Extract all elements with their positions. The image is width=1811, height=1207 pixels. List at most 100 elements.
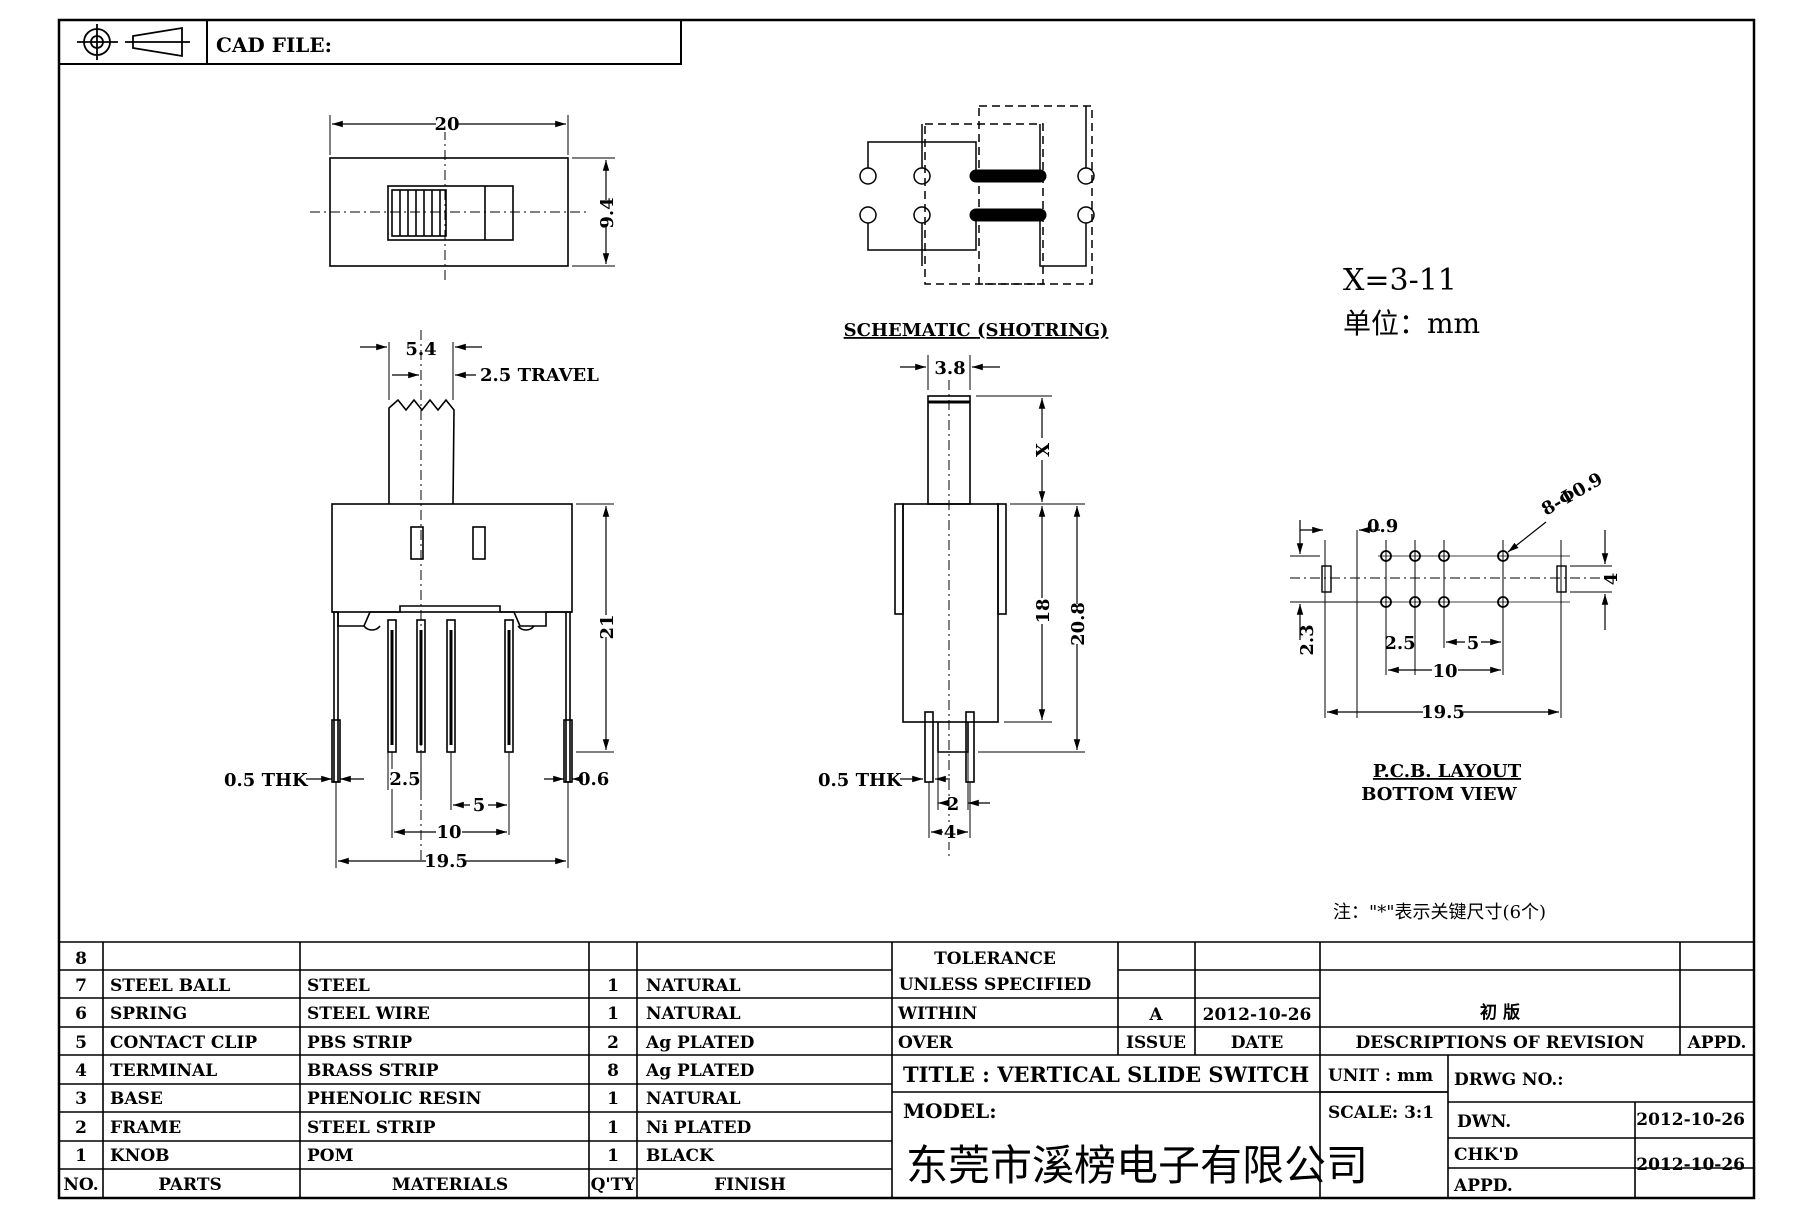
svg-text:Ag PLATED: Ag PLATED xyxy=(645,1033,755,1053)
side-body-height: 18 xyxy=(1033,598,1054,623)
side-pin-2: 2 xyxy=(947,794,960,815)
table-row: 4 TERMINAL BRASS STRIP 8 Ag PLATED xyxy=(75,1061,755,1081)
table-row: 7 STEEL BALL STEEL 1 NATURAL xyxy=(75,976,741,996)
sheet-border xyxy=(57,18,1756,1200)
svg-text:BRASS STRIP: BRASS STRIP xyxy=(307,1061,439,1081)
table-header-row: NO. PARTS MATERIALS Q'TY FINISH xyxy=(63,1175,786,1195)
pcb-offset: 2.3 xyxy=(1297,624,1318,655)
svg-text:ISSUE: ISSUE xyxy=(1126,1033,1186,1053)
svg-text:5: 5 xyxy=(75,1033,87,1053)
side-pin-4: 4 xyxy=(944,822,957,843)
svg-text:Q'TY: Q'TY xyxy=(591,1175,637,1195)
pcb-layout xyxy=(1290,520,1612,718)
front-span-total: 19.5 xyxy=(424,851,468,872)
svg-text:2: 2 xyxy=(75,1118,87,1138)
svg-text:CONTACT CLIP: CONTACT CLIP xyxy=(110,1033,257,1053)
svg-text:8: 8 xyxy=(607,1061,619,1081)
svg-text:NO.: NO. xyxy=(63,1175,98,1195)
footnote: 注："*"表示关键尺寸(6个) xyxy=(1333,902,1546,923)
svg-text:2012-10-26: 2012-10-26 xyxy=(1636,1110,1745,1130)
side-total-height: 20.8 xyxy=(1068,602,1089,646)
front-travel: 2.5 TRAVEL xyxy=(480,365,599,386)
svg-text:FRAME: FRAME xyxy=(110,1118,181,1138)
svg-text:2: 2 xyxy=(607,1033,619,1053)
svg-text:1: 1 xyxy=(607,1089,619,1109)
svg-text:A: A xyxy=(1148,1005,1163,1025)
svg-text:FINISH: FINISH xyxy=(714,1175,786,1195)
front-span-10: 10 xyxy=(436,822,461,843)
svg-text:1: 1 xyxy=(607,1004,619,1024)
svg-text:TOLERANCE: TOLERANCE xyxy=(934,949,1056,969)
top-width-dim: 20 xyxy=(434,114,459,135)
svg-text:1: 1 xyxy=(607,1146,619,1166)
svg-text:STEEL STRIP: STEEL STRIP xyxy=(307,1118,436,1138)
cad-file-label: CAD FILE: xyxy=(216,33,332,57)
svg-text:CHK'D: CHK'D xyxy=(1454,1145,1519,1165)
pcb-pitch-2-5: 2.5 xyxy=(1384,633,1415,654)
svg-text:2012-10-26: 2012-10-26 xyxy=(1636,1155,1745,1175)
svg-text:NATURAL: NATURAL xyxy=(646,1089,741,1109)
table-row: 8 xyxy=(75,949,87,969)
svg-text:BASE: BASE xyxy=(110,1089,163,1109)
front-pin-width: 0.6 xyxy=(578,769,609,790)
svg-text:STEEL WIRE: STEEL WIRE xyxy=(307,1004,430,1024)
svg-text:PBS STRIP: PBS STRIP xyxy=(307,1033,412,1053)
svg-text:6: 6 xyxy=(75,1004,87,1024)
front-knob-width: 5.4 xyxy=(405,339,436,360)
svg-text:PARTS: PARTS xyxy=(158,1175,222,1195)
svg-text:NATURAL: NATURAL xyxy=(646,976,741,996)
svg-text:DRWG NO.:: DRWG NO.: xyxy=(1454,1070,1564,1090)
table-row: 3 BASE PHENOLIC RESIN 1 NATURAL xyxy=(75,1089,741,1109)
svg-text:1: 1 xyxy=(75,1146,87,1166)
header-block: CAD FILE: xyxy=(58,19,682,65)
svg-text:1: 1 xyxy=(607,1118,619,1138)
schematic-caption: SCHEMATIC (SHOTRING) xyxy=(844,320,1109,341)
svg-text:DATE: DATE xyxy=(1231,1033,1284,1053)
svg-text:NATURAL: NATURAL xyxy=(646,1004,741,1024)
front-view xyxy=(306,330,614,868)
svg-text:POM: POM xyxy=(307,1146,354,1166)
table-row: 1 KNOB POM 1 BLACK xyxy=(75,1146,715,1166)
svg-text:OVER: OVER xyxy=(898,1033,954,1053)
side-x-label: X xyxy=(1033,443,1054,457)
front-pin-pitch-small: 2.5 xyxy=(389,769,420,790)
drawing-title: TITLE : VERTICAL SLIDE SWITCH xyxy=(903,1062,1309,1087)
svg-text:APPD.: APPD. xyxy=(1687,1033,1747,1053)
svg-text:PHENOLIC RESIN: PHENOLIC RESIN xyxy=(307,1089,481,1109)
svg-text:UNLESS SPECIFIED: UNLESS SPECIFIED xyxy=(899,975,1092,995)
svg-text:BLACK: BLACK xyxy=(646,1146,715,1166)
svg-text:APPD.: APPD. xyxy=(1453,1176,1513,1196)
table-row: 6 SPRING STEEL WIRE 1 NATURAL xyxy=(75,1004,741,1024)
svg-text:7: 7 xyxy=(75,976,87,996)
table-row: 5 CONTACT CLIP PBS STRIP 2 Ag PLATED xyxy=(75,1033,755,1053)
parts-table: 8 7 STEEL BALL STEEL 1 NATURAL 6 SPRING … xyxy=(63,949,786,1195)
svg-text:STEEL: STEEL xyxy=(307,976,370,996)
side-knob-width: 3.8 xyxy=(934,358,965,379)
company-name: 东莞市溪榜电子有限公司 xyxy=(906,1141,1368,1190)
svg-text:MATERIALS: MATERIALS xyxy=(392,1175,508,1195)
svg-text:2012-10-26: 2012-10-26 xyxy=(1203,1005,1312,1025)
top-view xyxy=(310,115,615,280)
pcb-hole-diameter: 8-Φ0.9 xyxy=(1538,469,1607,521)
svg-text:DESCRIPTIONS OF REVISION: DESCRIPTIONS OF REVISION xyxy=(1355,1033,1644,1053)
svg-text:8: 8 xyxy=(75,949,87,969)
pcb-span-19-5: 19.5 xyxy=(1421,702,1465,723)
unit-note: 单位：mm xyxy=(1343,307,1480,340)
svg-text:STEEL BALL: STEEL BALL xyxy=(110,976,230,996)
svg-text:Ag PLATED: Ag PLATED xyxy=(645,1061,755,1081)
table-grid xyxy=(59,941,1754,1198)
pcb-caption-1: P.C.B. LAYOUT xyxy=(1373,761,1522,782)
svg-text:WITHIN: WITHIN xyxy=(897,1004,977,1024)
front-height: 21 xyxy=(597,614,618,639)
svg-text:4: 4 xyxy=(75,1061,87,1081)
top-height-dim: 9.4 xyxy=(597,197,618,228)
svg-text:Ni PLATED: Ni PLATED xyxy=(646,1118,752,1138)
x-range-note: X=3-11 xyxy=(1343,263,1457,298)
front-thk: 0.5 THK xyxy=(224,770,309,791)
svg-text:1: 1 xyxy=(607,976,619,996)
svg-text:KNOB: KNOB xyxy=(110,1146,170,1166)
svg-text:SCALE: 3:1: SCALE: 3:1 xyxy=(1328,1103,1434,1123)
side-view xyxy=(894,355,1085,860)
side-thk: 0.5 THK xyxy=(818,770,903,791)
